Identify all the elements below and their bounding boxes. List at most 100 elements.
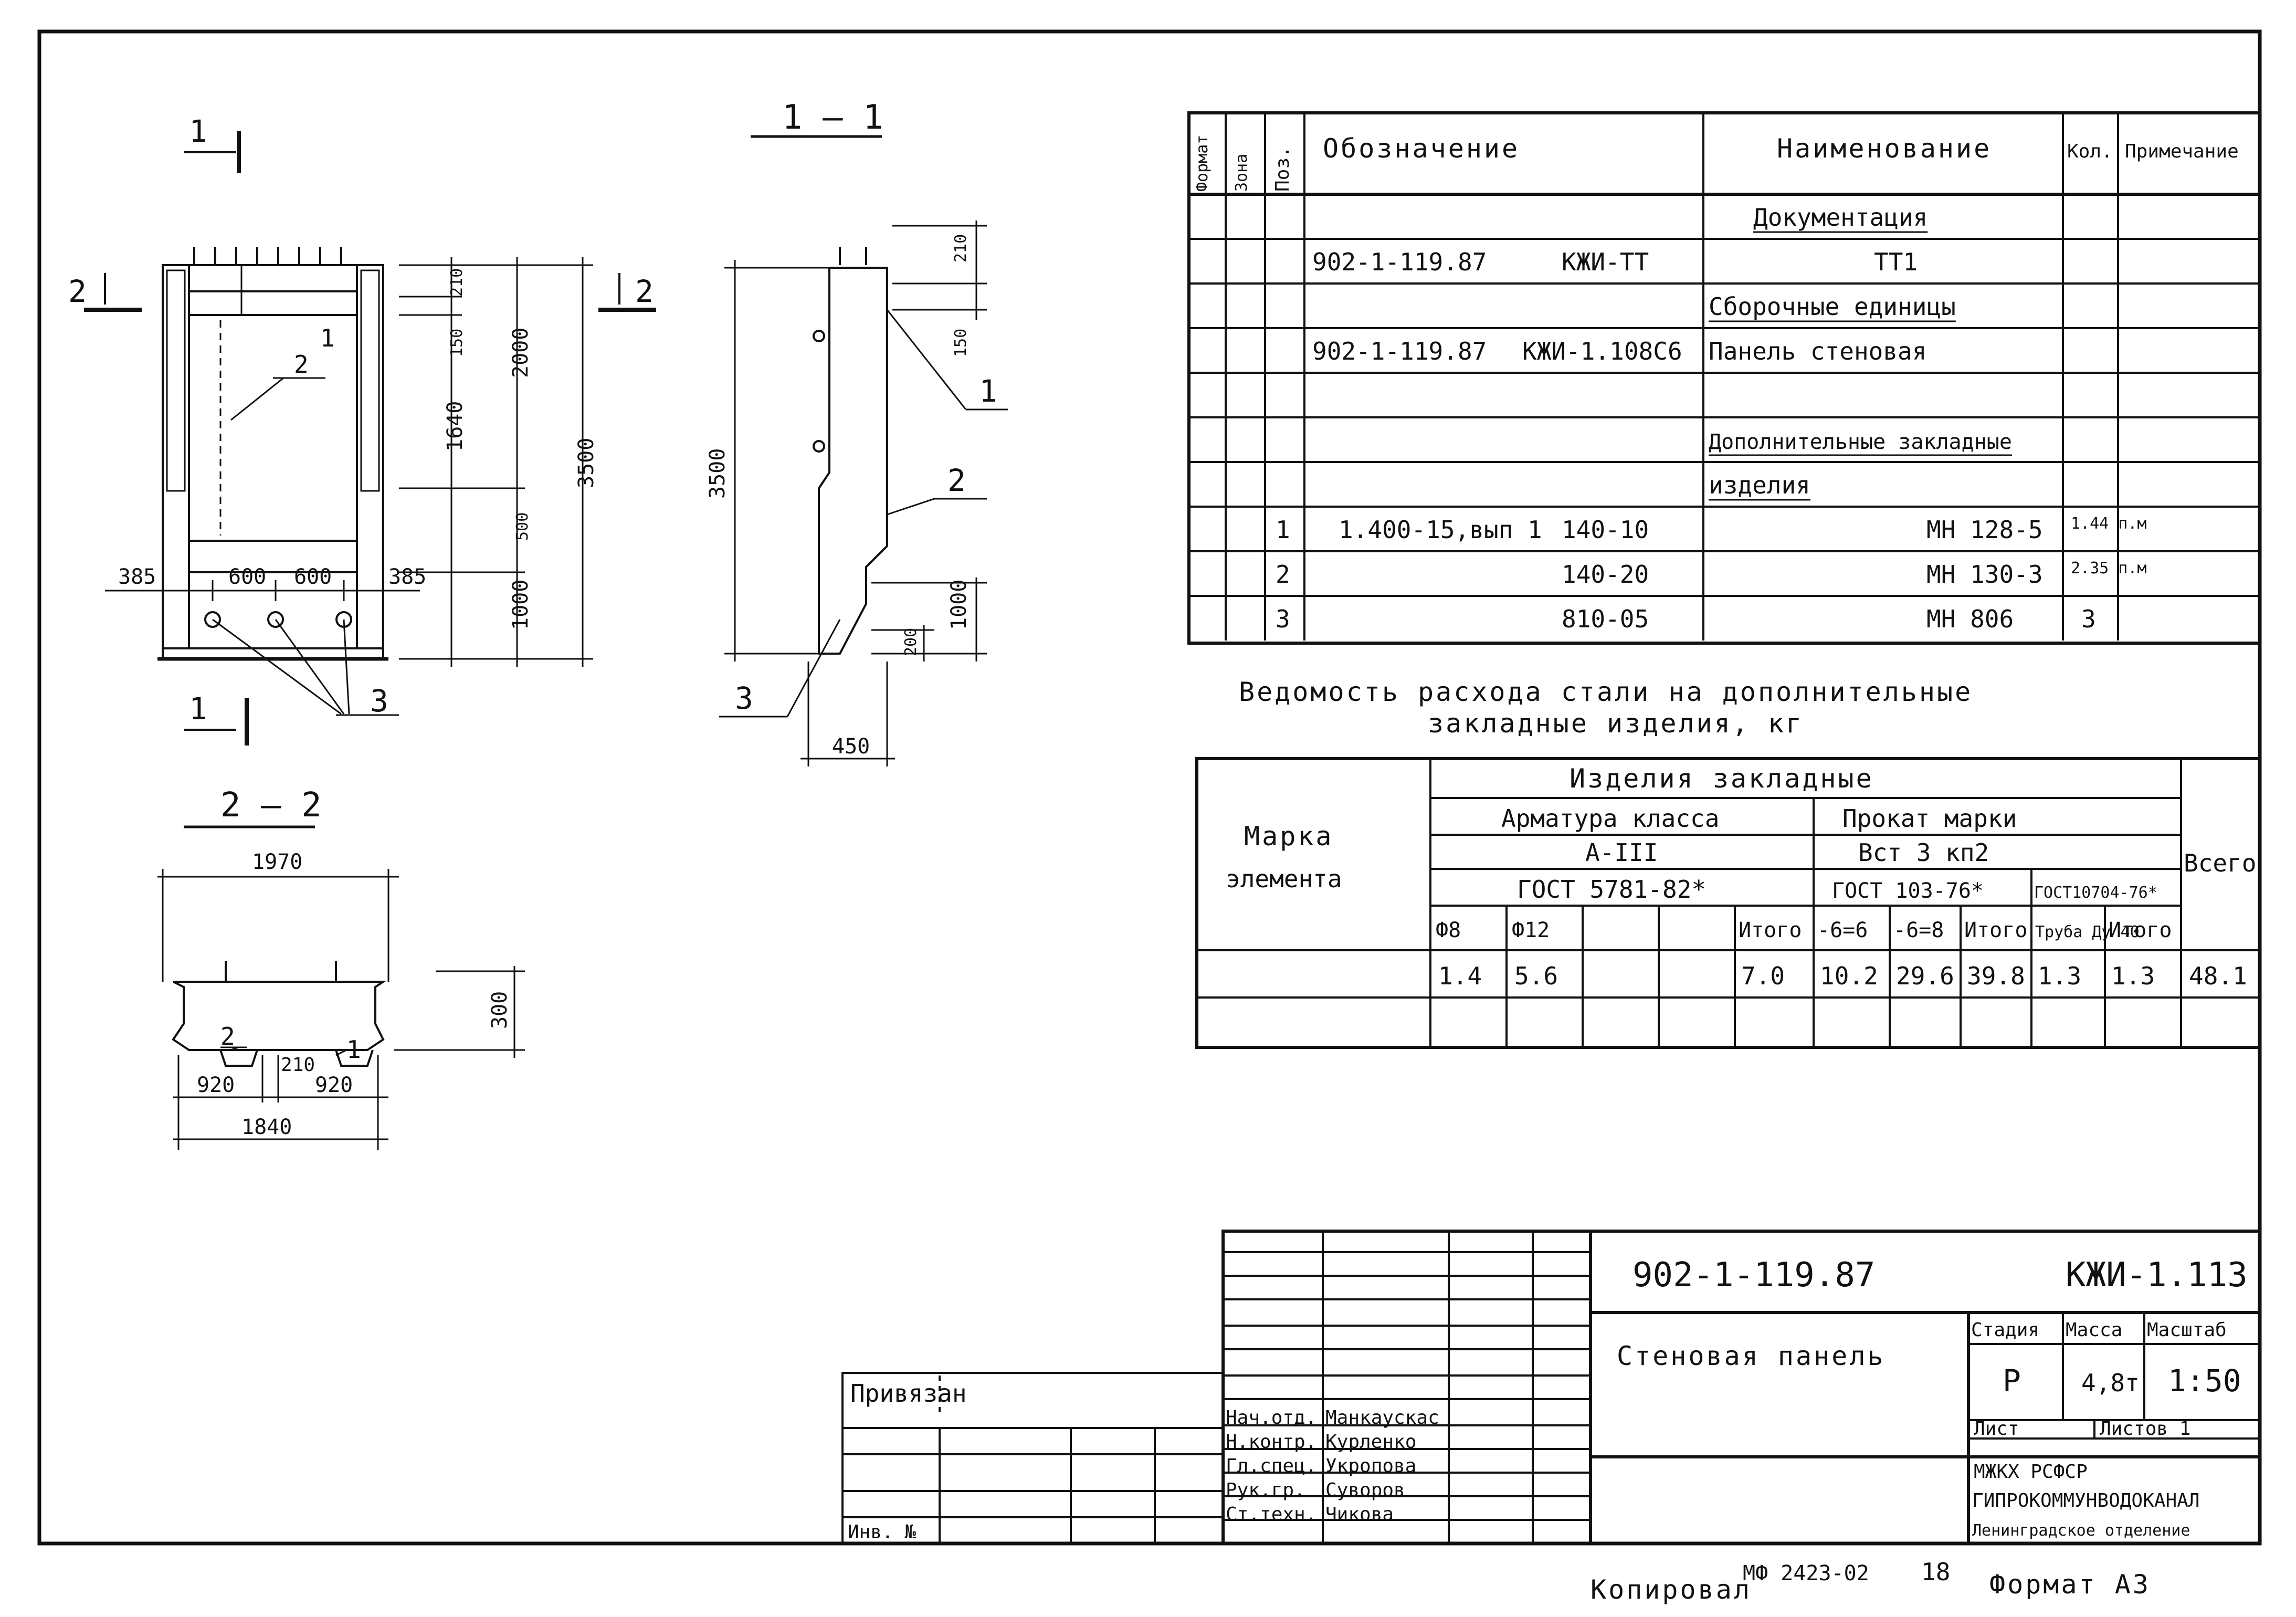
spec-row-name: изделия [1709, 471, 1810, 499]
col-zone: Зона [1233, 154, 1251, 192]
mass-header: Масса [2066, 1319, 2122, 1341]
steel-col-header: Итого [1739, 918, 1802, 942]
steel-table-text: Марка элемента Изделия закладные Арматур… [1226, 763, 2256, 904]
steel-value: 29.6 [1896, 962, 1954, 990]
col-name: Наименование [1777, 133, 1992, 164]
title-block-text: 902-1-119.87 КЖИ-1.113 Стеновая панель С… [848, 1256, 2248, 1543]
stage-header: Стадия [1971, 1319, 2039, 1341]
spec-row-qty: 3 [2081, 605, 2096, 633]
s11-dim-200: 200 [902, 628, 920, 656]
pos-3-label: 3 [370, 683, 388, 719]
dim-2000: 2000 [509, 328, 533, 378]
gost-a: ГОСТ 5781-82* [1517, 875, 1706, 904]
title-block [841, 1230, 2261, 1545]
pos-2-label: 2 [294, 350, 309, 379]
dim-385-left: 385 [118, 565, 156, 589]
steel-value: 48.1 [2189, 962, 2247, 990]
s11-pos-2: 2 [947, 463, 966, 498]
spec-row-name: Сборочные единицы [1709, 292, 1956, 321]
spec-row-name: МН 806 [1926, 605, 2014, 633]
signer-role: Гл.спец. [1226, 1455, 1316, 1477]
signer-role: Ст.техн. [1226, 1504, 1316, 1525]
signer-name: Укропова [1325, 1455, 1416, 1477]
col-qty: Кол. [2067, 141, 2113, 162]
steel-col-header: Итого [2109, 918, 2172, 942]
spec-row-name: МН 130-3 [1926, 560, 2043, 589]
spec-row-qty: 2.35 п.м [2071, 559, 2147, 578]
group-header: Изделия закладные [1570, 763, 1874, 794]
signer-name: Манкаускас [1325, 1407, 1439, 1429]
steel-title-line1: Ведомость расхода стали на дополнительны… [1239, 677, 1973, 707]
org-line2: ГИПРОКОММУНВОДОКАНАЛ [1972, 1490, 2199, 1511]
arm-class: Арматура класса [1501, 804, 1719, 833]
steel-col-header: Труба Ду 40 [2035, 923, 2140, 941]
dim-1000: 1000 [509, 580, 533, 630]
col-pos: Поз. [1272, 146, 1293, 192]
org-line1: МЖКХ РСФСР [1974, 1461, 2088, 1483]
steel-col-header: Ф12 [1512, 918, 1550, 942]
s22-pos-2: 2 [220, 1022, 235, 1051]
steel-value: 10.2 [1820, 962, 1878, 990]
spec-row-designation-b: КЖИ-ТТ [1562, 248, 1649, 276]
spec-row-designation-a: 1.400-15,вып 1 [1339, 516, 1542, 544]
spec-row-name: Дополнительные закладные [1709, 430, 2012, 454]
org-line3: Ленинградское отделение [1972, 1521, 2190, 1540]
dim-150: 150 [448, 329, 466, 357]
s22-dim-210: 210 [281, 1054, 315, 1076]
mf-code: МФ 2423-02 [1743, 1561, 1869, 1586]
signer-name: Суворов [1325, 1479, 1405, 1501]
spec-headers: Формат Зона Поз. Обозначение Наименовани… [1193, 133, 2239, 192]
steel-vst: Вст 3 кп2 [1858, 838, 1989, 867]
steel-value: 1.4 [1438, 962, 1482, 990]
steel-value: 1.3 [2111, 962, 2155, 990]
steel-col-header: Итого [1964, 918, 2027, 942]
format-label: Формат А3 [1989, 1569, 2151, 1600]
dim-1640: 1640 [443, 401, 467, 452]
class-a3: А-III [1585, 838, 1658, 867]
dim-600-a: 600 [228, 565, 266, 589]
mark-element-1: Марка [1244, 821, 1334, 852]
steel-col-header: Ф8 [1436, 918, 1461, 942]
spec-row-designation-a: 902-1-119.87 [1312, 248, 1487, 276]
privyazan-label: Привязан [850, 1379, 967, 1408]
steel-value: 5.6 [1514, 962, 1558, 990]
dim-385-right: 385 [388, 565, 426, 589]
stage-value: Р [2003, 1363, 2021, 1399]
signers: Нач.отд.Н.контр.Гл.спец.Рук.гр.Ст.техн.М… [1226, 1407, 1439, 1525]
spec-row-name: Документация [1753, 203, 1928, 232]
specification-table [1187, 111, 2261, 645]
elevation-view [84, 131, 656, 746]
steel-table [1195, 757, 2261, 1049]
signer-role: Рук.гр. [1226, 1479, 1305, 1501]
spec-row-designation-b: 140-10 [1562, 516, 1649, 544]
s22-dim-1840: 1840 [241, 1115, 292, 1139]
section-2-2-title: 2 — 2 [220, 786, 322, 825]
scale-header: Масштаб [2147, 1319, 2227, 1341]
s22-dim-920-right: 920 [315, 1073, 353, 1097]
sheets-label: Листов 1 [2100, 1418, 2190, 1440]
steel-value: 7.0 [1741, 962, 1785, 990]
sheet-label: Лист [1974, 1418, 2019, 1440]
dim-3500: 3500 [574, 438, 598, 488]
spec-row-pos: 3 [1276, 605, 1290, 633]
total-header: Всего [2184, 849, 2256, 877]
col-note: Примечание [2125, 141, 2239, 162]
s22-dim-920-left: 920 [197, 1073, 235, 1097]
mark-2-left: 2 [68, 274, 87, 309]
s11-pos-1: 1 [979, 373, 997, 409]
mass-value: 4,8т [2081, 1369, 2140, 1397]
dim-600-b: 600 [294, 565, 332, 589]
steel-value: 1.3 [2038, 962, 2081, 990]
rolled-mark: Прокат марки [1842, 804, 2017, 833]
steel-title-line2: закладные изделия, кг [1428, 708, 1804, 739]
section-1-1-view [719, 135, 1008, 766]
s22-dim-1970: 1970 [252, 850, 302, 874]
signer-role: Н.контр. [1226, 1431, 1316, 1453]
spec-row-name: ТТ1 [1874, 248, 1918, 276]
mark-element-2: элемента [1226, 865, 1342, 893]
s11-dim-450: 450 [832, 734, 870, 759]
mark-1-bottom: 1 [189, 691, 207, 727]
section-1-1-title: 1 — 1 [782, 98, 883, 137]
copied-label: Копировал [1591, 1574, 1752, 1605]
